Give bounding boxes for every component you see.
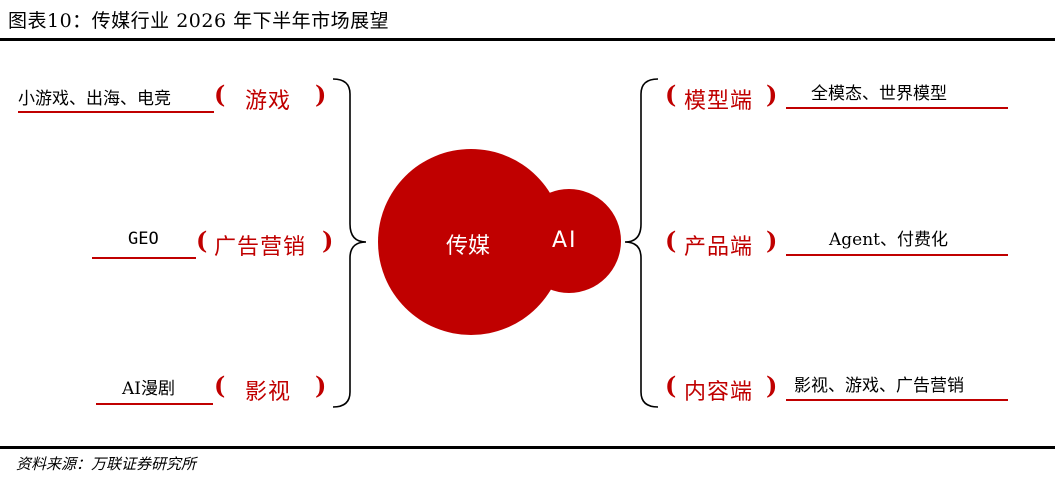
center-sub-label: AI <box>552 228 578 253</box>
right-category-2: 产品端 <box>684 235 754 260</box>
left-open-bracket-2: ( <box>196 226 208 255</box>
left-brace <box>332 78 367 408</box>
right-category-1: 模型端 <box>684 89 754 114</box>
right-category-3: 内容端 <box>684 380 754 405</box>
right-underline-3 <box>786 399 1008 401</box>
bottom-rule <box>0 446 1055 449</box>
left-detail-3: AI漫剧 <box>122 379 175 399</box>
right-detail-1: 全模态、世界模型 <box>811 84 947 104</box>
left-category-3: 影视 <box>245 380 292 405</box>
right-detail-2: Agent、付费化 <box>829 230 948 250</box>
right-open-bracket-2: ( <box>665 226 677 255</box>
left-close-bracket-2: ) <box>322 226 334 255</box>
ai-circle <box>517 189 621 293</box>
left-detail-1: 小游戏、出海、电竞 <box>18 89 171 109</box>
left-underline-3 <box>96 403 213 405</box>
right-open-bracket-3: ( <box>665 371 677 400</box>
right-underline-2 <box>786 254 1008 256</box>
right-brace <box>624 78 659 408</box>
left-category-2: 广告营销 <box>214 235 307 260</box>
right-close-bracket-1: ) <box>766 80 778 109</box>
top-rule <box>0 38 1055 41</box>
center-main-label: 传媒 <box>446 234 491 259</box>
right-open-bracket-1: ( <box>665 80 677 109</box>
right-detail-3: 影视、游戏、广告营销 <box>794 376 964 396</box>
left-close-bracket-3: ) <box>315 371 327 400</box>
figure-title: 图表10：传媒行业 2026 年下半年市场展望 <box>8 10 390 32</box>
left-open-bracket-1: ( <box>214 80 226 109</box>
left-underline-2 <box>92 257 196 259</box>
left-underline-1 <box>18 111 214 113</box>
left-category-1: 游戏 <box>245 89 292 114</box>
left-close-bracket-1: ) <box>315 80 327 109</box>
right-close-bracket-2: ) <box>766 226 778 255</box>
source-note: 资料来源：万联证券研究所 <box>16 455 197 473</box>
left-detail-2: GEO <box>128 229 159 249</box>
right-underline-1 <box>786 107 1008 109</box>
right-close-bracket-3: ) <box>766 371 778 400</box>
left-open-bracket-3: ( <box>214 371 226 400</box>
media-circle <box>378 149 564 335</box>
